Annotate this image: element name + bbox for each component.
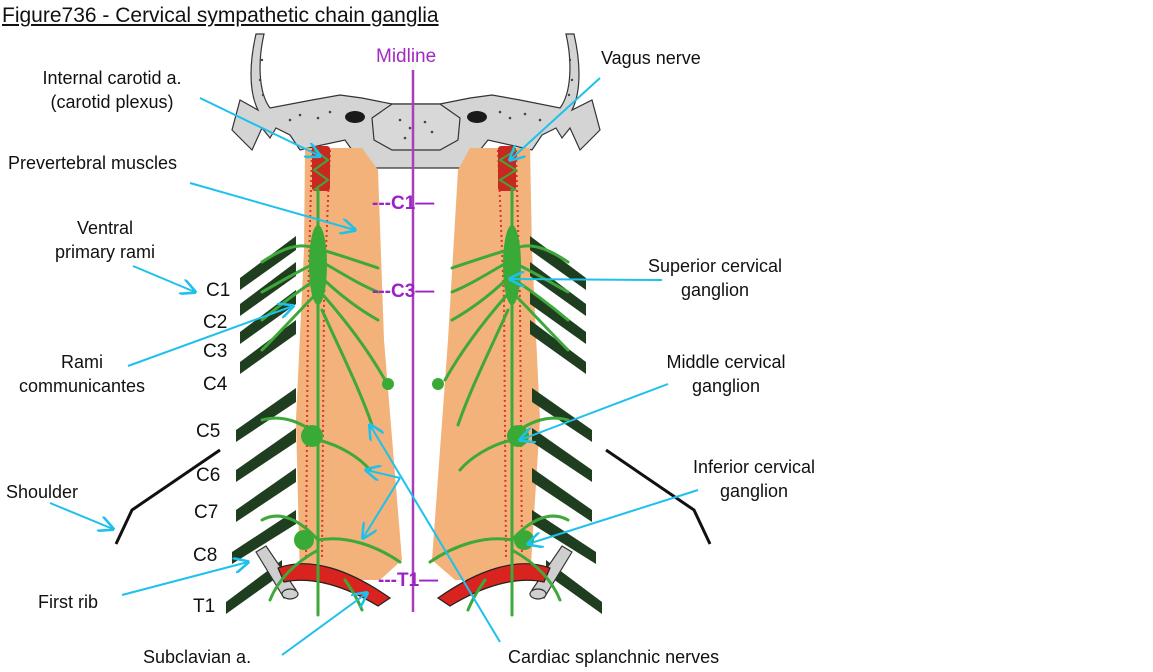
leader-superior-ganglion <box>510 279 663 280</box>
label-inferior-line2: ganglion <box>719 481 789 501</box>
label-middle-line1: Middle cervical <box>666 352 786 372</box>
label-middle-cervical-ganglion: Middle cervical ganglion <box>656 350 796 398</box>
level-c3: C3 <box>203 341 228 362</box>
figure-title: Figure736 - Cervical sympathetic chain g… <box>2 4 439 27</box>
level-marker-c3: ---C3— <box>372 281 435 302</box>
inferior-cervical-ganglion-left <box>294 530 314 550</box>
label-superior-cervical-ganglion: Superior cervical ganglion <box>640 254 790 302</box>
label-internal-carotid-line1: Internal carotid a. <box>42 68 182 88</box>
shoulder-right <box>605 448 712 545</box>
inferior-cervical-ganglion-right <box>514 530 534 550</box>
leader-inferior-ganglion <box>528 489 699 544</box>
level-marker-t1: ---T1— <box>378 570 439 591</box>
label-first-rib: First rib <box>38 592 98 612</box>
leader-internal-carotid <box>199 97 320 156</box>
label-subclavian: Subclavian a. <box>143 647 252 667</box>
midline-label: Midline <box>376 46 437 67</box>
leader-first-rib <box>121 562 248 596</box>
label-ventral-primary-rami: Ventral primary rami <box>30 216 180 264</box>
leader-vagus <box>510 77 601 160</box>
shoulders <box>114 448 712 545</box>
label-inferior-cervical-ganglion: Inferior cervical ganglion <box>686 455 822 503</box>
middle-cervical-ganglion-left <box>301 425 323 447</box>
label-middle-line2: ganglion <box>691 376 761 396</box>
label-rami-line1: Rami <box>60 352 103 372</box>
label-ventral-line1: Ventral <box>76 218 134 238</box>
leader-middle-ganglion <box>520 383 669 440</box>
level-marker-c1: ---C1— <box>372 193 435 214</box>
label-internal-carotid-line2: (carotid plexus) <box>50 92 174 112</box>
middle-cervical-ganglion-right <box>507 425 529 447</box>
label-superior-line2: ganglion <box>680 280 750 300</box>
leader-subclavian <box>281 593 367 656</box>
leader-rami-communicantes <box>127 306 293 367</box>
ganglia <box>294 225 534 550</box>
level-c6: C6 <box>196 465 221 486</box>
level-c2: C2 <box>203 312 228 333</box>
leader-prevertebral <box>189 182 355 230</box>
skull-base <box>231 33 601 169</box>
label-cardiac-splanchnic-nerves: Cardiac splanchnic nerves <box>508 647 720 667</box>
label-internal-carotid: Internal carotid a. (carotid plexus) <box>22 66 202 114</box>
shoulder-left <box>114 448 221 545</box>
superior-cervical-ganglion-left <box>309 225 327 305</box>
leader-cardiac-3 <box>363 477 401 538</box>
leader-ventral-rami <box>132 265 195 292</box>
label-vagus-nerve: Vagus nerve <box>601 48 701 68</box>
leader-cardiac-2 <box>366 470 401 478</box>
leader-lines <box>49 77 699 656</box>
label-rami-line2: communicantes <box>18 376 146 396</box>
first-ribs <box>255 545 573 600</box>
leader-cardiac-1 <box>370 425 501 643</box>
cardiac-plexus-left <box>382 378 394 390</box>
level-c1: C1 <box>206 280 231 301</box>
level-c8: C8 <box>193 545 218 566</box>
label-superior-line1: Superior cervical <box>647 256 783 276</box>
label-shoulder: Shoulder <box>6 482 79 502</box>
label-ventral-line2: primary rami <box>54 242 155 262</box>
label-inferior-line1: Inferior cervical <box>692 457 816 477</box>
level-c5: C5 <box>196 421 221 442</box>
superior-cervical-ganglion-right <box>503 225 521 305</box>
label-prevertebral-muscles: Prevertebral muscles <box>8 153 178 173</box>
leader-shoulder <box>49 502 113 529</box>
level-c7: C7 <box>194 502 219 523</box>
label-rami-communicantes: Rami communicantes <box>2 350 162 398</box>
level-t1: T1 <box>193 596 216 617</box>
cardiac-plexus-right <box>432 378 444 390</box>
level-c4: C4 <box>203 374 228 395</box>
